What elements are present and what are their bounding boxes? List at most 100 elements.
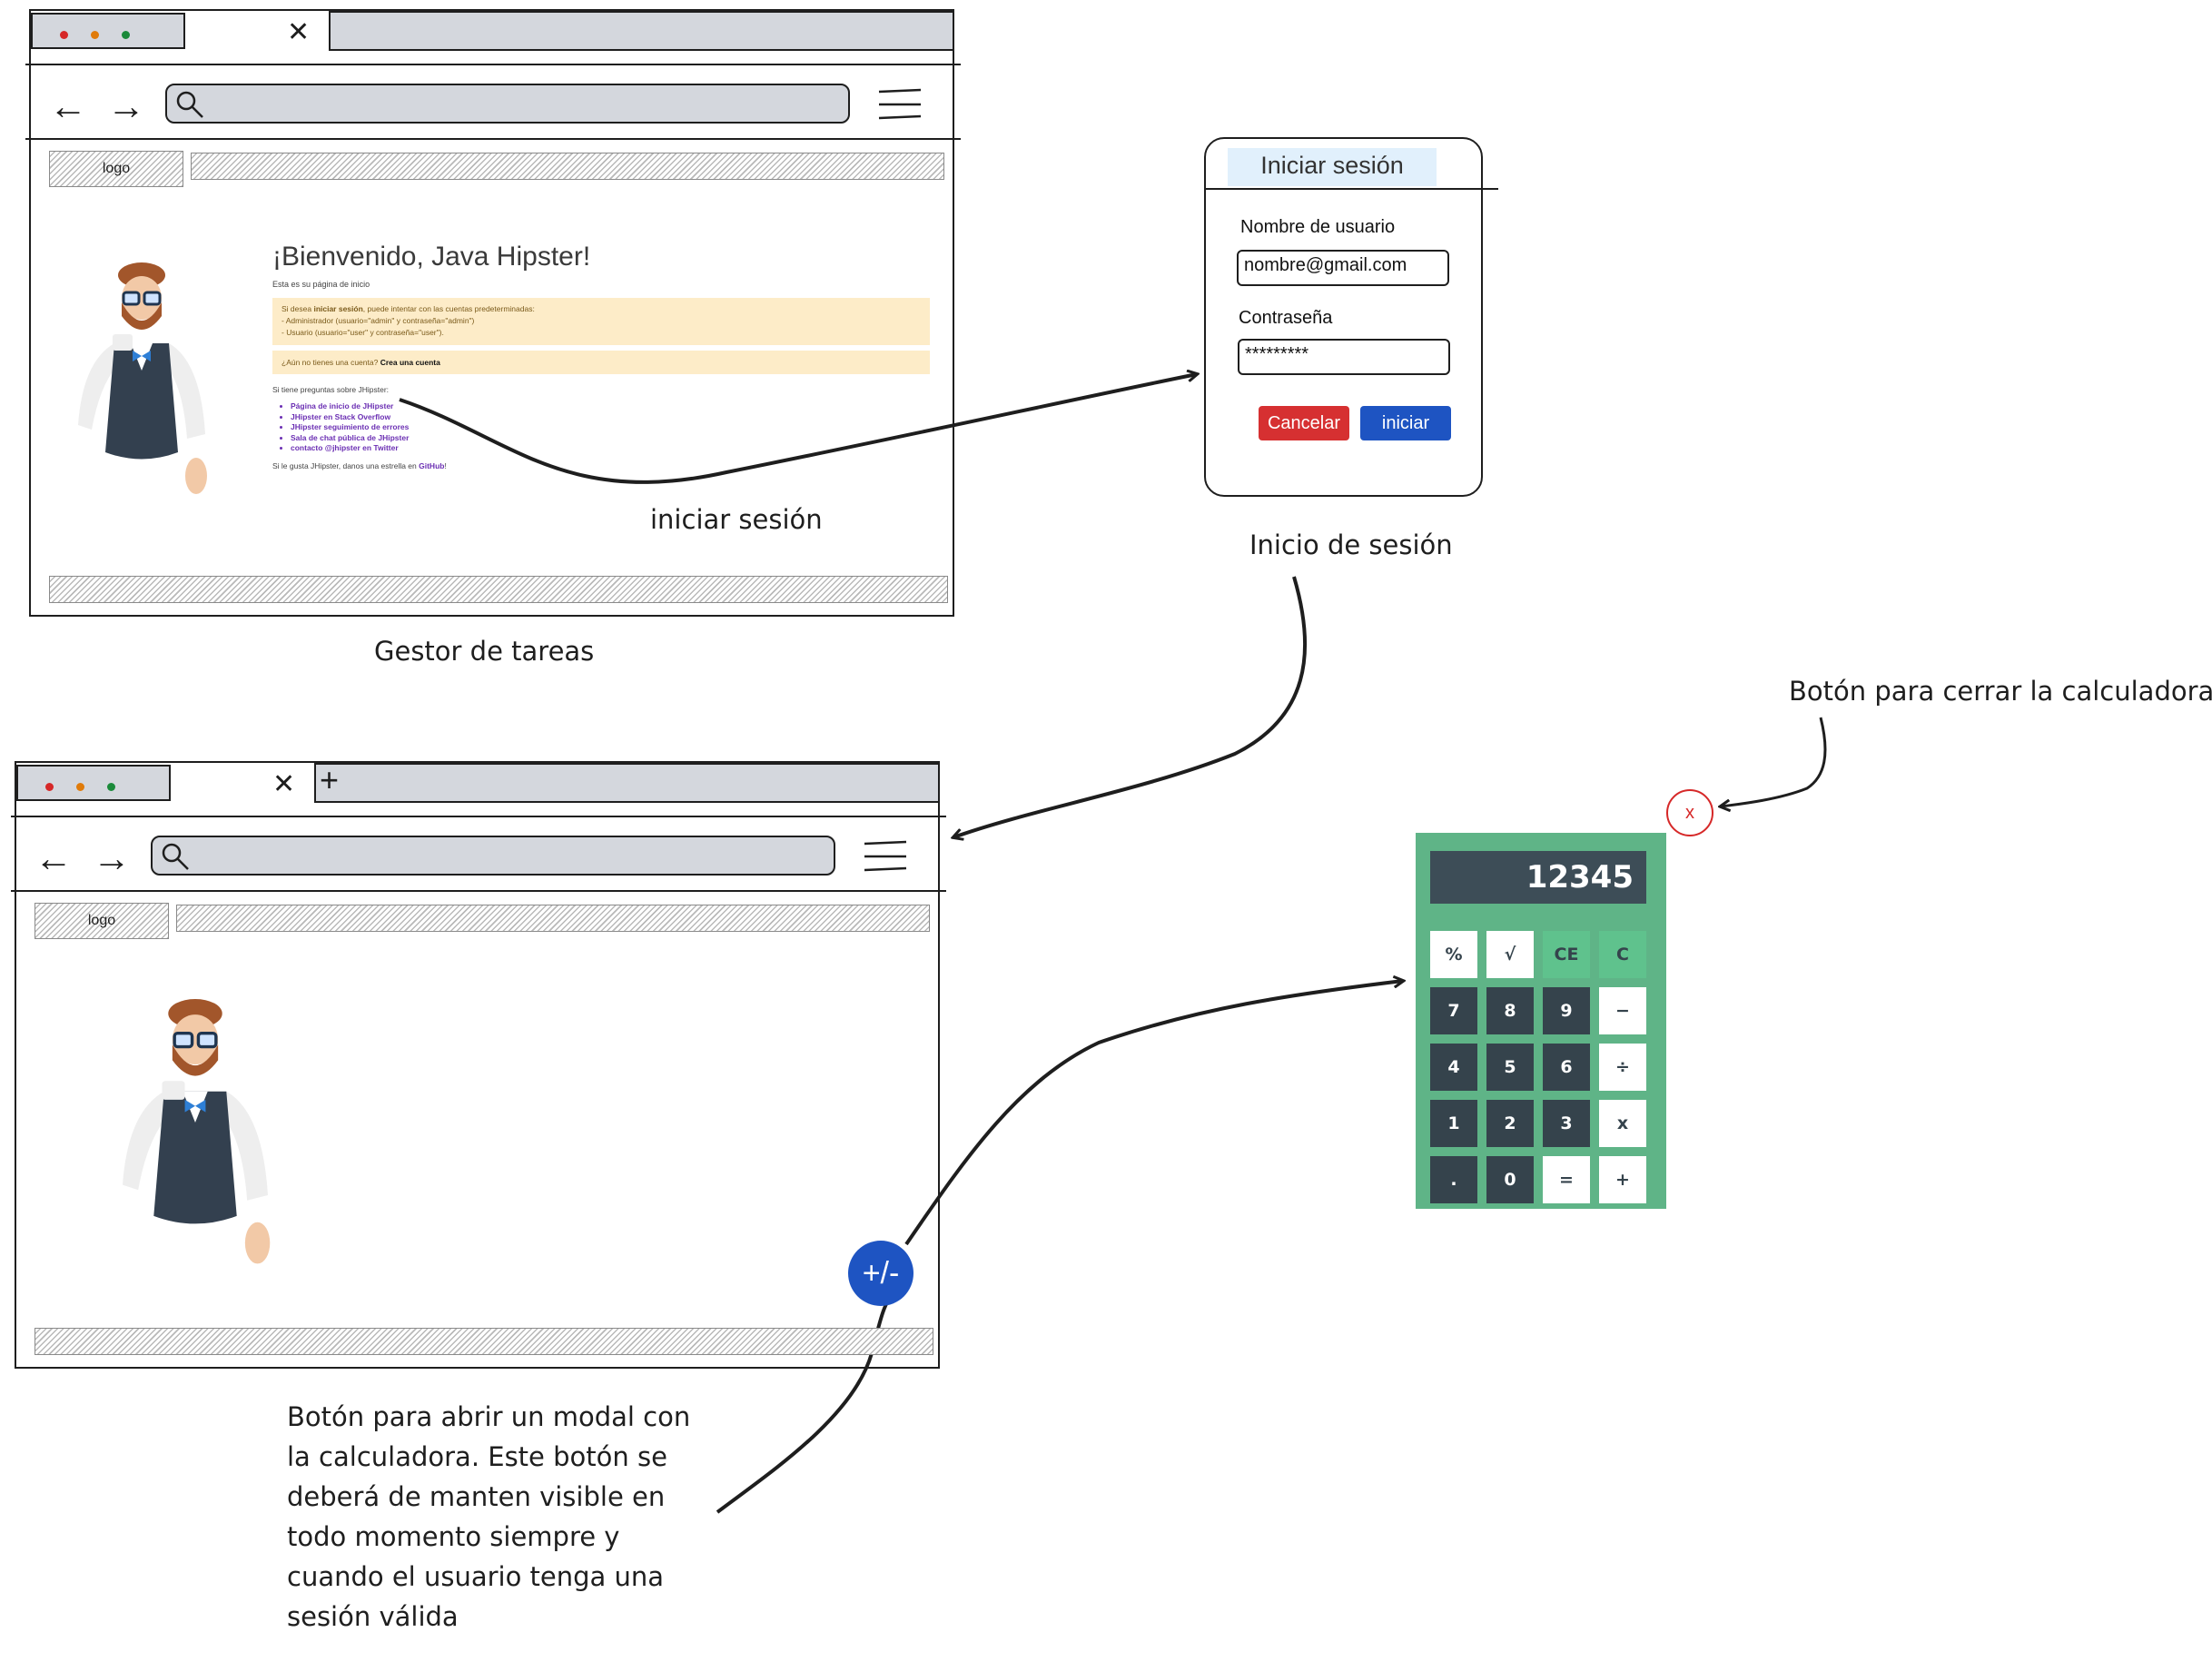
login-hint-link[interactable]: iniciar sesión [313, 304, 363, 313]
calculator-key[interactable]: 0 [1486, 1156, 1534, 1203]
arrow-fab-to-calculator [904, 981, 1403, 1246]
browser-tab-active[interactable] [16, 765, 171, 801]
register-link[interactable]: Crea una cuenta [380, 358, 440, 367]
caption-gestor-de-tareas: Gestor de tareas [374, 636, 595, 667]
java-hipster-illustration [123, 999, 271, 1264]
new-tab-icon[interactable]: + [320, 761, 340, 798]
caption-inicio-de-sesion: Inicio de sesión [1249, 529, 1453, 560]
search-icon [176, 91, 203, 118]
calculator-key[interactable]: + [1599, 1156, 1646, 1203]
login-header-divider [1204, 188, 1498, 190]
back-arrow-icon[interactable]: ← [35, 836, 73, 879]
login-modal: Iniciar sesión Nombre de usuario nombre@… [1204, 137, 1498, 497]
password-label: Contraseña [1239, 308, 1333, 328]
login-hint-line-3: - Usuario (usuario="user" y contraseña="… [281, 328, 444, 337]
calculator-key[interactable]: C [1599, 931, 1646, 978]
username-label: Nombre de usuario [1240, 217, 1396, 237]
tab-strip [329, 11, 954, 51]
window-close-dot[interactable] [45, 783, 54, 791]
address-bar[interactable] [151, 836, 835, 876]
window-maximize-dot[interactable] [107, 783, 115, 791]
welcome-subtitle: Esta es su página de inicio [272, 280, 370, 289]
window-maximize-dot[interactable] [122, 31, 130, 39]
link-item[interactable]: contacto @jhipster en Twitter [291, 443, 409, 454]
window-minimize-dot[interactable] [91, 31, 99, 39]
calculator-key[interactable]: = [1543, 1156, 1590, 1203]
calculator-key[interactable]: 1 [1430, 1100, 1477, 1147]
browser-window-bottom: ✕ + ← → logo +/- [11, 761, 946, 1369]
calculator-key[interactable]: 5 [1486, 1044, 1534, 1091]
header-divider [25, 138, 961, 140]
tab-strip [314, 763, 940, 803]
calculator-key[interactable]: ÷ [1599, 1044, 1646, 1091]
java-hipster-illustration [78, 262, 207, 494]
calculator-key[interactable]: 2 [1486, 1100, 1534, 1147]
header-divider [11, 890, 946, 892]
arrow-caption-to-fab [716, 1294, 894, 1514]
forward-arrow-icon[interactable]: → [107, 84, 145, 127]
login-modal-header [1228, 148, 1437, 186]
toolbar-divider [11, 816, 946, 817]
cancel-button[interactable]: Cancelar [1259, 406, 1349, 440]
calculator-key[interactable]: % [1430, 931, 1477, 978]
logo-placeholder: logo [49, 151, 183, 187]
close-tab-icon[interactable]: ✕ [272, 769, 296, 799]
link-item[interactable]: JHipster seguimiento de errores [291, 422, 409, 433]
calculator-key[interactable]: 9 [1543, 987, 1590, 1034]
questions-text: Si tiene preguntas sobre JHipster: [272, 385, 390, 394]
toolbar-divider [25, 64, 961, 65]
navbar-placeholder [176, 905, 930, 932]
caption-line: la calculadora. Este botón se [287, 1441, 667, 1472]
username-input[interactable]: nombre@gmail.com [1237, 250, 1449, 286]
register-alert: ¿Aún no tienes una cuenta? Crea una cuen… [272, 351, 930, 374]
calculator-key[interactable]: x [1599, 1100, 1646, 1147]
login-hint-line-1: Si desea iniciar sesión, puede intentar … [281, 304, 535, 313]
caption-iniciar-sesion: iniciar sesión [650, 504, 823, 535]
window-close-dot[interactable] [60, 31, 68, 39]
login-submit-button[interactable]: iniciar [1360, 406, 1451, 440]
arrow-login-to-app [953, 576, 1308, 837]
calculator-display: 12345 [1430, 851, 1646, 904]
footer-placeholder [49, 576, 948, 603]
calculator-toggle-button[interactable]: +/- [848, 1241, 913, 1306]
logo-text: logo [102, 161, 131, 176]
github-note: Si le gusta JHipster, danos una estrella… [272, 461, 447, 470]
footer-placeholder [35, 1328, 933, 1355]
caption-line: todo momento siempre y [287, 1521, 620, 1552]
browser-window-top: ✕ + ← → logo ¡Bienvenido, Java Hipster! … [25, 9, 961, 617]
caption-line: deberá de manten visible en [287, 1481, 666, 1512]
calculator-key[interactable]: 8 [1486, 987, 1534, 1034]
back-arrow-icon[interactable]: ← [49, 84, 87, 127]
address-bar[interactable] [165, 84, 850, 124]
caption-boton-cerrar: Botón para cerrar la calculadora [1789, 676, 2212, 707]
calculator-key[interactable]: 4 [1430, 1044, 1477, 1091]
calculator-close-button[interactable]: x [1666, 789, 1713, 836]
arrow-to-login [399, 374, 1197, 484]
login-hint-line-2: - Administrador (usuario="admin" y contr… [281, 316, 475, 325]
window-minimize-dot[interactable] [76, 783, 84, 791]
close-tab-icon[interactable]: ✕ [287, 17, 311, 47]
calculator-key[interactable]: CE [1543, 931, 1590, 978]
calculator-key[interactable]: − [1599, 987, 1646, 1034]
link-item[interactable]: JHipster en Stack Overflow [291, 412, 409, 423]
hamburger-menu-icon[interactable] [877, 87, 923, 124]
welcome-title: ¡Bienvenido, Java Hipster! [272, 242, 591, 272]
navbar-placeholder [191, 153, 944, 180]
logo-placeholder: logo [35, 903, 169, 939]
calculator-key[interactable]: 6 [1543, 1044, 1590, 1091]
github-link[interactable]: GitHub [419, 461, 445, 470]
login-modal-title: Iniciar sesión [1260, 152, 1404, 179]
forward-arrow-icon[interactable]: → [93, 836, 131, 879]
hamburger-menu-icon[interactable] [863, 839, 908, 876]
search-icon [162, 843, 189, 870]
calculator-key[interactable]: 7 [1430, 987, 1477, 1034]
password-input[interactable]: ********* [1238, 339, 1450, 375]
calculator-key[interactable]: √ [1486, 931, 1534, 978]
calculator-key[interactable]: 3 [1543, 1100, 1590, 1147]
link-item[interactable]: Sala de chat pública de JHipster [291, 433, 409, 444]
browser-tab-active[interactable] [31, 13, 185, 49]
calculator-key[interactable]: . [1430, 1156, 1477, 1203]
link-item[interactable]: Página de inicio de JHipster [291, 401, 409, 412]
